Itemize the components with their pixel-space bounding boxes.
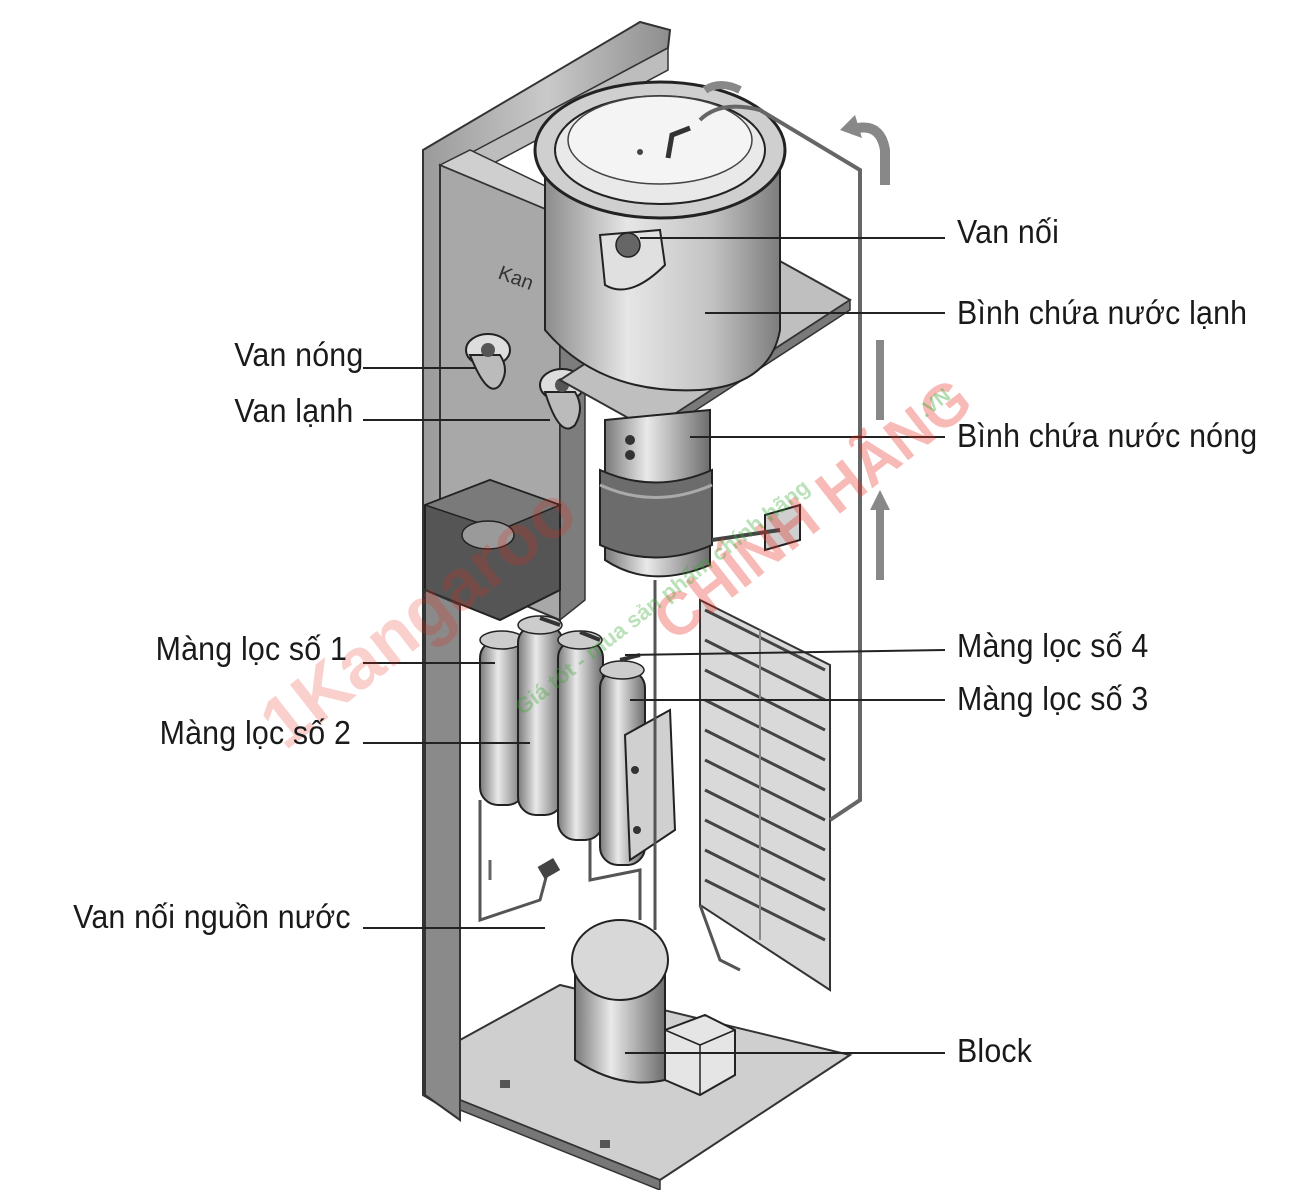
filter-cartridges [479,615,646,866]
label-block: Block [957,1032,1033,1069]
label-mang-loc-4: Màng lọc số 4 [957,627,1149,664]
refrigerant-line [698,81,890,822]
hot-valve [465,333,511,390]
label-mang-loc-3: Màng lọc số 3 [957,680,1149,717]
label-mang-loc-1: Màng lọc số 1 [155,630,347,667]
label-binh-lanh: Bình chứa nước lạnh [957,294,1248,331]
label-van-nong: Van nóng [233,336,363,373]
cold-valve [539,368,585,430]
label-binh-nong: Bình chứa nước nóng [957,417,1258,454]
condenser-coil [699,598,831,992]
thermostat [764,503,801,552]
water-inlet-valve [478,800,561,923]
cold-water-tank [533,80,787,392]
label-van-lanh: Van lạnh [233,392,353,429]
compressor [571,919,736,1097]
leader-lines [363,237,946,1054]
label-mang-loc-2: Màng lọc số 2 [159,714,351,751]
label-van-nguon: Van nối nguồn nước [73,898,351,935]
label-van-noi: Van nối [957,213,1060,250]
hot-water-tank [599,408,713,578]
cabinet-frame [422,20,672,1122]
